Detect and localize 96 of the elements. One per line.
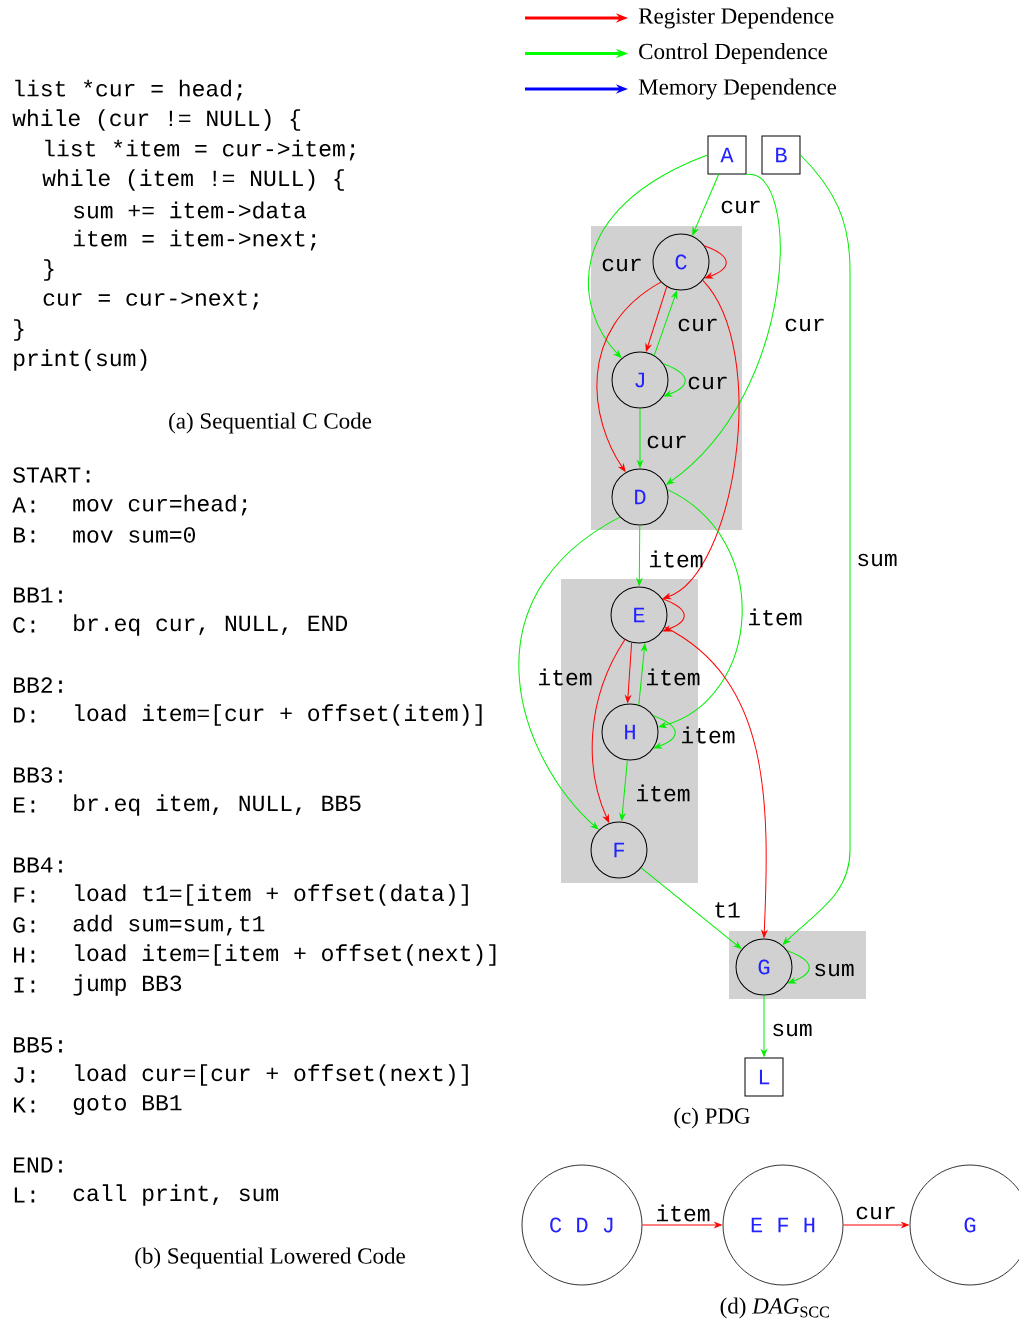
- code-line: START:: [13, 467, 90, 483]
- code-line: list *item = cur->item;: [45, 139, 355, 161]
- arrow: [666, 174, 781, 485]
- code-line: D:: [14, 707, 35, 723]
- edge-label: sum: [773, 1023, 812, 1037]
- code-line: H:: [14, 947, 35, 963]
- legend-label: Memory Dependence: [638, 78, 836, 100]
- arrow: [782, 154, 851, 945]
- arrow: [588, 154, 708, 358]
- code-line: load item=[item + offset(next)]: [75, 944, 496, 966]
- arrow: [662, 363, 686, 397]
- arrow: [658, 489, 743, 728]
- arrow: [638, 643, 648, 706]
- code-line: item = item->next;: [73, 229, 316, 251]
- terminal-box: A: [707, 135, 747, 175]
- caption: (c) PDG: [674, 1107, 750, 1129]
- arrow: [591, 639, 626, 823]
- code-line: cur = cur->next;: [43, 290, 259, 310]
- code-line: C:: [13, 617, 35, 633]
- code-line: END:: [14, 1157, 62, 1173]
- arrow: [664, 626, 768, 938]
- edge-label: cur: [688, 376, 727, 390]
- code-line: add sum=sum,t1: [73, 914, 265, 936]
- code-line: load item=[cur + offset(item)]: [75, 704, 482, 726]
- code-line: B:: [14, 527, 35, 543]
- legend-label: Control Dependence: [639, 43, 828, 64]
- edge-label: cur: [785, 318, 824, 332]
- code-line: }: [44, 259, 54, 281]
- code-line: list *cur = head;: [15, 79, 242, 101]
- code-line: print(sum): [14, 349, 147, 371]
- arrow: [786, 950, 810, 984]
- group-band: [591, 226, 742, 530]
- code-line: load cur=[cur + offset(next)]: [75, 1064, 468, 1086]
- code-line: BB2:: [14, 677, 62, 693]
- edge-label: item: [650, 550, 703, 568]
- edge-label: cur: [721, 200, 760, 214]
- code-line: I:: [14, 977, 35, 993]
- arrow: [637, 408, 643, 468]
- arrow: [619, 759, 628, 821]
- caption: (a) Sequential C Code: [169, 412, 372, 434]
- arrow: [625, 642, 633, 703]
- arrow: [641, 1222, 722, 1228]
- code-line: goto BB1: [73, 1094, 182, 1116]
- arrow: [663, 279, 740, 600]
- code-line: }: [14, 319, 24, 341]
- code-line: while (cur != NULL) {: [12, 109, 301, 131]
- edge-label: cur: [647, 435, 686, 449]
- code-line: K:: [14, 1097, 35, 1113]
- code-line: call print, sum: [73, 1184, 278, 1206]
- code-line: BB3:: [14, 767, 62, 783]
- code-line: br.eq cur, NULL, END: [74, 614, 348, 636]
- code-line: J:: [14, 1067, 35, 1083]
- code-line: mov sum=0: [73, 527, 195, 543]
- code-line: BB5:: [14, 1037, 62, 1053]
- edge-label: t1: [715, 902, 740, 918]
- arrow: [636, 525, 643, 586]
- arrow: [640, 867, 742, 949]
- code-line: br.eq item, NULL, BB5: [74, 794, 361, 816]
- edge-label: cur: [856, 1206, 895, 1220]
- code-line: BB4:: [14, 857, 62, 873]
- edge-label: cur: [602, 258, 641, 272]
- edge-label: item: [539, 668, 592, 686]
- edge-label: item: [647, 668, 700, 686]
- caption: (b) Sequential Lowered Code: [135, 1247, 405, 1269]
- arrow: [661, 598, 685, 632]
- arrow: [596, 281, 662, 472]
- arrow: [703, 245, 727, 279]
- legend-label: Register Dependence: [638, 7, 834, 29]
- code-line: BB1:: [14, 587, 62, 603]
- edge-label: item: [749, 608, 802, 626]
- edge-label: item: [657, 1204, 710, 1222]
- arrow: [692, 174, 720, 236]
- code-line: jump BB3: [73, 974, 182, 996]
- edge-label: item: [637, 784, 690, 802]
- terminal-box: B: [761, 135, 801, 175]
- code-line: E:: [14, 797, 35, 813]
- arrow: [842, 1222, 909, 1228]
- edge-label: item: [682, 726, 735, 744]
- code-line: G:: [13, 917, 35, 933]
- edge-label: sum: [858, 553, 897, 567]
- terminal-box: L: [744, 1057, 784, 1097]
- code-line: A:: [12, 497, 35, 513]
- code-line: mov cur=head;: [73, 494, 247, 516]
- code-line: F:: [14, 887, 35, 903]
- code-line: sum += item->data: [74, 201, 307, 219]
- group-band: [729, 931, 866, 999]
- edge-label: cur: [678, 318, 717, 332]
- arrow: [645, 286, 668, 352]
- arrow: [761, 995, 767, 1057]
- code-line: L:: [14, 1187, 35, 1203]
- arrow: [653, 291, 678, 356]
- arrow: [652, 715, 676, 749]
- arrow: [518, 516, 621, 830]
- code-line: while (item != NULL) {: [42, 169, 344, 191]
- code-line: load t1=[item + offset(data)]: [75, 884, 468, 906]
- edge-label: sum: [815, 963, 854, 977]
